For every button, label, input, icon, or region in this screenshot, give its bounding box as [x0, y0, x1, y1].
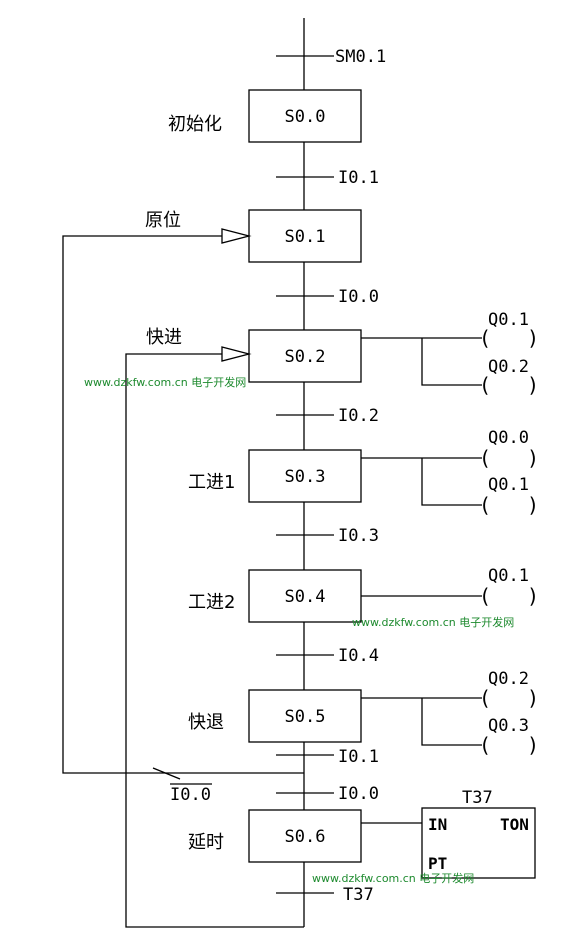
step-name-s01: 原位	[145, 210, 181, 231]
output-label: Q0.1	[488, 475, 529, 495]
svg-text:(: (	[479, 686, 491, 710]
output-label: Q0.3	[488, 716, 529, 736]
svg-text:): )	[527, 584, 539, 608]
loop-to-s01: I0.0	[62, 228, 304, 805]
output-label: Q0.2	[488, 357, 529, 377]
step-label: S0.5	[285, 707, 326, 727]
step-label: S0.1	[285, 227, 326, 247]
svg-text:): )	[527, 493, 539, 517]
svg-text:): )	[527, 446, 539, 470]
timer-in: IN	[428, 815, 447, 834]
step-s01: S0.1	[248, 209, 362, 263]
loop-to-s02	[125, 346, 304, 928]
step-s03: S0.3	[248, 449, 362, 503]
transition-ticks	[276, 55, 334, 894]
transition-t8: T37	[343, 885, 374, 905]
svg-text:): )	[527, 373, 539, 397]
watermark: www.dzkfw.com.cn 电子开发网	[352, 615, 514, 629]
step-label: S0.3	[285, 467, 326, 487]
timer-type: TON	[500, 815, 529, 834]
step-label: S0.2	[285, 347, 326, 367]
timer-block: T37 IN TON PT	[361, 788, 536, 879]
outputs-s05: ( ) ( ) Q0.2 Q0.3	[361, 669, 539, 757]
output-label: Q0.1	[488, 566, 529, 586]
transition-t3: I0.2	[338, 406, 379, 426]
step-label: S0.6	[285, 827, 326, 847]
step-s02: S0.2	[248, 329, 362, 383]
step-name-s05: 快退	[188, 712, 224, 733]
timer-pt: PT	[428, 854, 447, 873]
output-label: Q0.0	[488, 428, 529, 448]
outputs-s04: ( ) Q0.1	[361, 566, 539, 608]
timer-name: T37	[462, 788, 493, 808]
step-name-s04: 工进2	[188, 592, 235, 613]
svg-text:(: (	[479, 326, 491, 350]
svg-text:(: (	[479, 493, 491, 517]
branch-negated-label: I0.0	[170, 785, 211, 805]
svg-text:(: (	[479, 373, 491, 397]
step-label: S0.4	[285, 587, 326, 607]
watermark: www.dzkfw.com.cn 电子开发网	[84, 375, 246, 389]
transition-t5: I0.4	[338, 646, 379, 666]
step-s06: S0.6	[248, 809, 362, 863]
transition-start: SM0.1	[335, 47, 386, 67]
step-s00: S0.0	[248, 89, 362, 143]
svg-text:(: (	[479, 446, 491, 470]
step-name-s00: 初始化	[168, 114, 222, 135]
transition-t4: I0.3	[338, 526, 379, 546]
output-label: Q0.2	[488, 669, 529, 689]
transition-t2: I0.0	[338, 287, 379, 307]
step-s04: S0.4	[248, 569, 362, 623]
transition-t6: I0.1	[338, 747, 379, 767]
watermark: www.dzkfw.com.cn 电子开发网	[312, 871, 474, 885]
outputs-s03: ( ) ( ) Q0.0 Q0.1	[361, 428, 539, 517]
transition-t7: I0.0	[338, 784, 379, 804]
transition-t1: I0.1	[338, 168, 379, 188]
outputs-s02: ( ) ( ) Q0.1 Q0.2	[361, 310, 539, 397]
svg-text:): )	[527, 686, 539, 710]
svg-text:): )	[527, 733, 539, 757]
svg-text:(: (	[479, 733, 491, 757]
step-label: S0.0	[285, 107, 326, 127]
svg-text:): )	[527, 326, 539, 350]
svg-text:(: (	[479, 584, 491, 608]
step-name-s06: 延时	[188, 832, 224, 853]
step-s05: S0.5	[248, 689, 362, 743]
step-name-s02: 快进	[146, 327, 182, 348]
output-label: Q0.1	[488, 310, 529, 330]
step-name-s03: 工进1	[188, 472, 235, 493]
